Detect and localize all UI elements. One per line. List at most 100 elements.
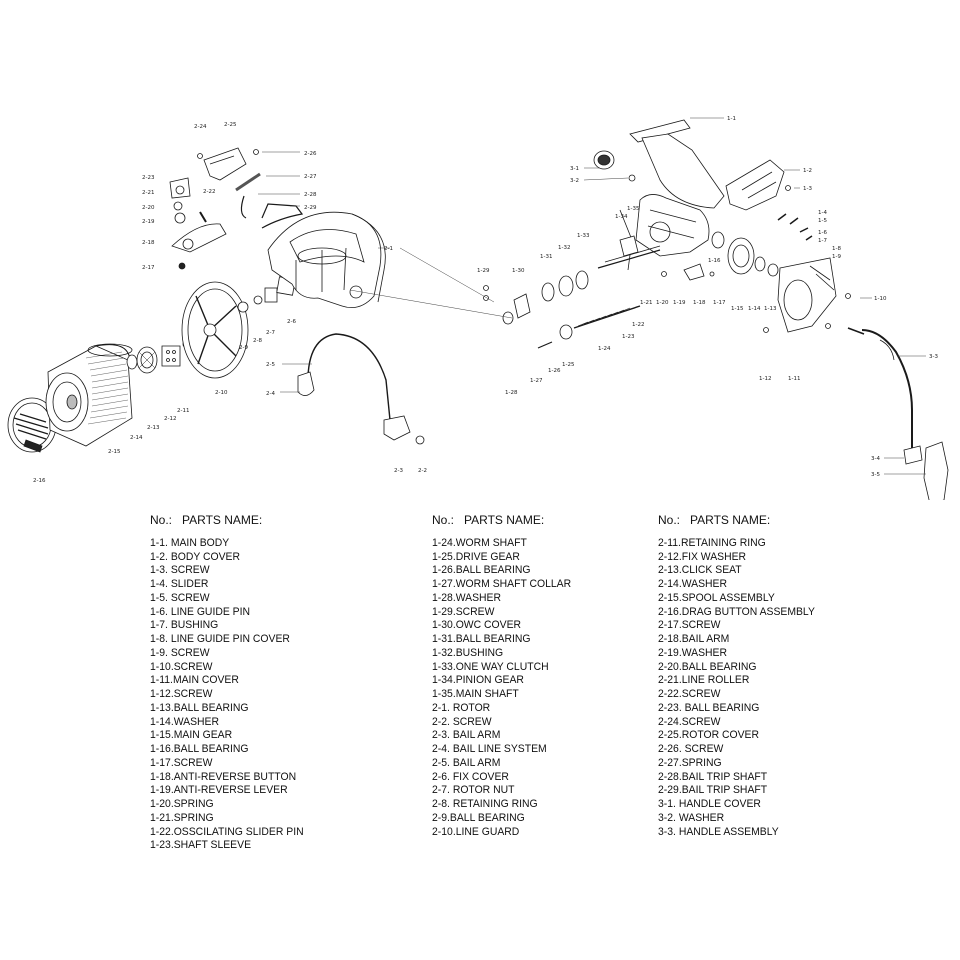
rotor-nut-part xyxy=(237,276,296,313)
callout-label: 1-20 xyxy=(656,300,669,306)
callout-label: 1-8 xyxy=(832,246,841,252)
list-item: 2-16.DRAG BUTTON ASSEMBLY xyxy=(658,605,815,618)
list-item: 2-24.SCREW xyxy=(658,715,721,728)
list-item: 1-34.PINION GEAR xyxy=(432,674,524,687)
callout-label: 1-14 xyxy=(748,306,761,312)
list-item: 2-6. FIX COVER xyxy=(432,770,509,783)
parts-list-header: No.: PARTS NAME: xyxy=(658,513,771,527)
fix-washer-part xyxy=(161,340,188,367)
list-item: 1-28.WASHER xyxy=(432,591,502,604)
callout-label: 2-21 xyxy=(142,190,154,196)
callout-label: 2-20 xyxy=(142,205,155,211)
list-item: 1-29.SCREW xyxy=(432,605,495,618)
callout-label: 2-9 xyxy=(239,345,248,351)
callout-label: 2-22 xyxy=(203,189,215,195)
list-item: 1-23.SHAFT SLEEVE xyxy=(150,839,252,852)
list-item: 2-2. SCREW xyxy=(432,715,492,728)
list-item: 2-21.LINE ROLLER xyxy=(658,674,750,687)
list-item: 1-7. BUSHING xyxy=(150,619,219,632)
list-item: 1-21.SPRING xyxy=(150,811,214,824)
list-item: 1-15.MAIN GEAR xyxy=(150,729,233,742)
callouts: 2-24 2-25 2-26 2-23 2-21 2-22 2-27 2-28 … xyxy=(33,116,938,484)
callout-label: 1-4 xyxy=(818,210,827,216)
list-item: 1-24.WORM SHAFT xyxy=(432,536,527,549)
callout-label: 1-7 xyxy=(818,238,827,244)
callout-label: 1-10 xyxy=(874,296,887,302)
list-item: 2-7. ROTOR NUT xyxy=(432,784,515,797)
callout-label: 2-23 xyxy=(142,175,155,181)
main-body-part xyxy=(629,119,725,257)
list-item: 2-12.FIX WASHER xyxy=(658,550,747,563)
main-gear-part xyxy=(711,231,779,277)
bail-arm-part xyxy=(169,172,304,270)
list-item: 3-3. HANDLE ASSEMBLY xyxy=(658,825,779,838)
callout-label: 1-23 xyxy=(622,334,635,340)
callout-label: 1-6 xyxy=(818,230,827,236)
callout-label: 1-27 xyxy=(530,378,543,384)
list-item: 2-4. BAIL LINE SYSTEM xyxy=(432,743,547,755)
list-item: 2-11.RETAINING RING xyxy=(658,536,766,549)
callout-label: 1-1 xyxy=(727,116,736,122)
list-item: 1-30.OWC COVER xyxy=(432,619,522,632)
callout-label: 2-6 xyxy=(287,319,296,325)
callout-label: 1-12 xyxy=(759,376,771,382)
callout-label: 2-29 xyxy=(304,205,317,211)
list-item: 2-13.CLICK SEAT xyxy=(658,564,742,577)
parts-list-header: No.: PARTS NAME: xyxy=(150,513,263,527)
rotor-cover-part xyxy=(197,147,259,181)
line-guard-part xyxy=(181,281,249,379)
callout-label: 2-13 xyxy=(147,425,160,431)
list-item: 2-25.ROTOR COVER xyxy=(658,729,759,742)
callout-label: 1-30 xyxy=(512,268,525,274)
parts-list-header: No.: PARTS NAME: xyxy=(432,513,545,527)
callout-label: 2-5 xyxy=(266,362,275,368)
callout-label: 1-16 xyxy=(708,258,721,264)
handle-cover-part xyxy=(593,150,636,182)
callout-label: 1-5 xyxy=(818,218,827,224)
callout-label: 2-1 xyxy=(384,246,393,252)
callout-label: 2-7 xyxy=(266,330,275,336)
callout-label: 3-1 xyxy=(570,166,579,172)
list-item: 2-3. BAIL ARM xyxy=(432,729,501,742)
callout-label: 2-12 xyxy=(164,416,176,422)
callout-label: 3-5 xyxy=(871,472,880,478)
shaft-parts xyxy=(483,185,851,349)
callout-label: 2-19 xyxy=(142,219,155,225)
list-item: 1-12.SCREW xyxy=(150,688,213,700)
callout-label: 1-29 xyxy=(477,268,490,274)
callout-label: 2-28 xyxy=(304,192,317,198)
callout-label: 2-17 xyxy=(142,265,155,271)
list-item: 1-26.BALL BEARING xyxy=(432,564,531,577)
list-item: 2-1. ROTOR xyxy=(432,701,491,714)
list-item: 1-4. SLIDER xyxy=(150,578,209,590)
callout-label: 2-16 xyxy=(33,478,46,484)
list-item: 1-31.BALL BEARING xyxy=(432,633,531,645)
list-item: 1-11.MAIN COVER xyxy=(150,674,239,687)
rotor-part xyxy=(267,211,386,309)
list-item: 2-27.SPRING xyxy=(658,756,722,769)
callout-label: 1-15 xyxy=(731,306,744,312)
list-item: 1-17.SCREW xyxy=(150,756,213,769)
callout-label: 1-3 xyxy=(803,186,812,192)
handle-assembly-part xyxy=(847,327,949,500)
list-item: 1-10.SCREW xyxy=(150,660,213,673)
list-item: 1-9. SCREW xyxy=(150,646,210,659)
list-item: 2-5. BAIL ARM xyxy=(432,756,501,769)
list-item: 1-5. SCREW xyxy=(150,591,210,604)
callout-label: 2-25 xyxy=(224,122,237,128)
callout-label: 2-2 xyxy=(418,468,427,474)
drag-button-part xyxy=(7,397,57,453)
list-item: 2-23. BALL BEARING xyxy=(658,701,760,714)
list-item: 1-2. BODY COVER xyxy=(150,550,241,563)
callout-label: 2-24 xyxy=(194,124,207,130)
list-item: 1-35.MAIN SHAFT xyxy=(432,688,519,700)
exploded-reel-diagram: 2-24 2-25 2-26 2-23 2-21 2-22 2-27 2-28 … xyxy=(7,116,949,500)
callout-label: 2-14 xyxy=(130,435,143,441)
callout-label: 2-4 xyxy=(266,391,275,397)
list-item: 2-28.BAIL TRIP SHAFT xyxy=(658,770,768,783)
list-item: 3-1. HANDLE COVER xyxy=(658,798,761,810)
list-item: 2-14.WASHER xyxy=(658,578,728,590)
callout-label: 1-31 xyxy=(540,254,552,260)
callout-label: 2-18 xyxy=(142,240,155,246)
bail-wire-part xyxy=(297,333,425,445)
